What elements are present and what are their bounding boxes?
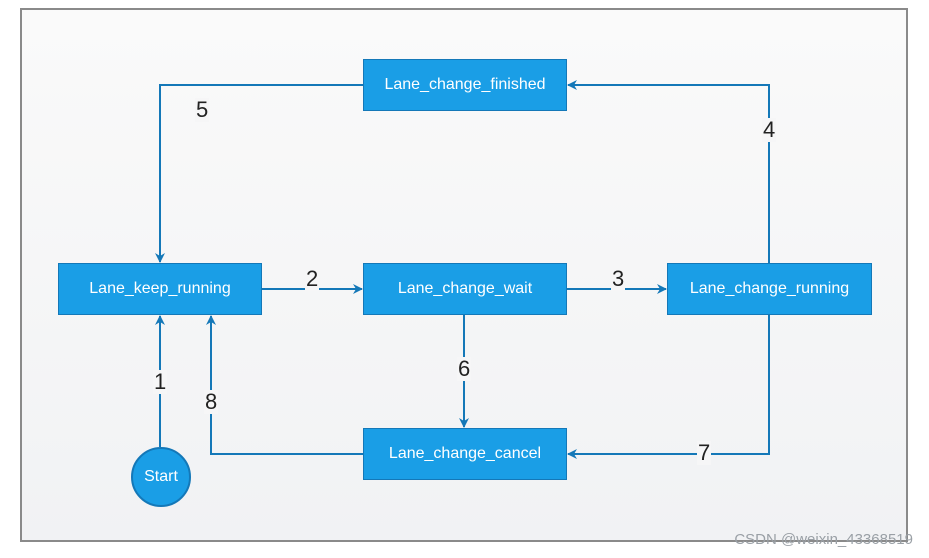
edge-label-1: 1 — [153, 369, 168, 394]
edge-5 — [155, 84, 363, 263]
edge-label-5: 5 — [195, 97, 210, 122]
node-lane-change-wait: Lane_change_wait — [363, 263, 567, 315]
node-lane-change-running: Lane_change_running — [667, 263, 872, 315]
node-start: Start — [131, 447, 191, 507]
edge-label-7: 7 — [697, 440, 712, 465]
edge-8 — [206, 315, 363, 455]
edge-label-4: 4 — [762, 117, 777, 142]
edge-7 — [567, 315, 770, 459]
edge-4 — [567, 80, 770, 263]
edge-label-8: 8 — [204, 389, 219, 414]
node-lane-keep-running: Lane_keep_running — [58, 263, 262, 315]
edge-label-3: 3 — [611, 266, 626, 291]
edge-label-6: 6 — [457, 356, 472, 381]
watermark: CSDN @weixin_43368519 — [734, 531, 913, 548]
node-lane-change-cancel: Lane_change_cancel — [363, 428, 567, 480]
edge-label-2: 2 — [305, 266, 320, 291]
node-lane-change-finished: Lane_change_finished — [363, 59, 567, 111]
